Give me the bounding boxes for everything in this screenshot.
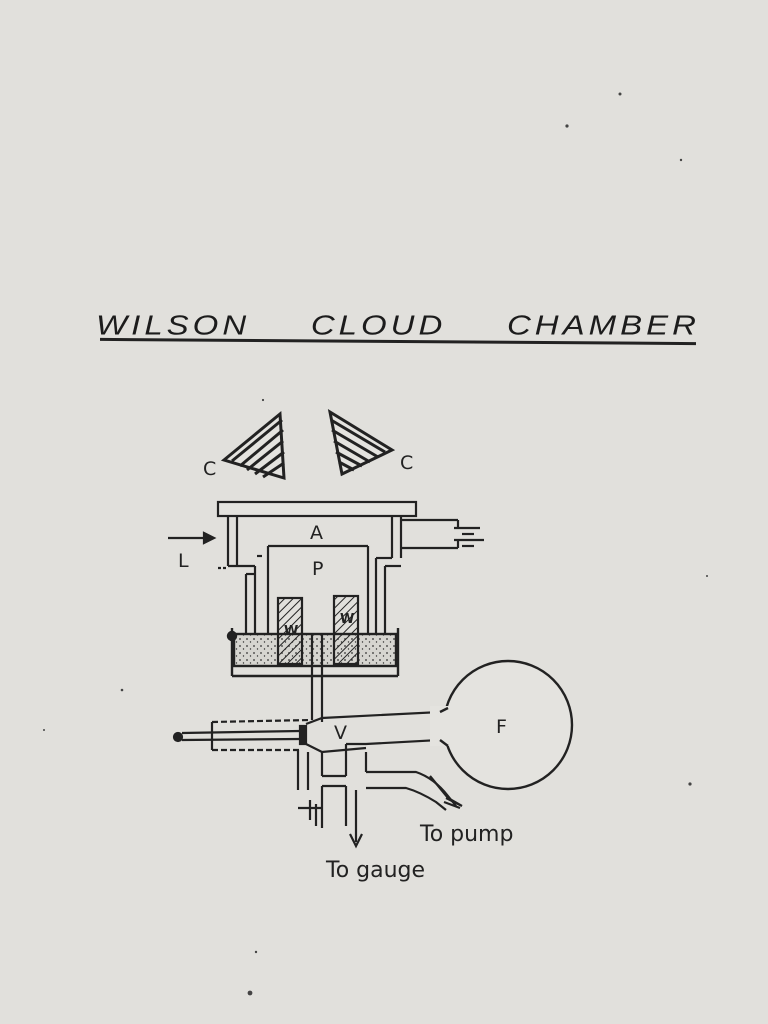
chamber-walls <box>226 516 403 634</box>
label-v: V <box>334 722 347 744</box>
light-arrow <box>168 531 228 570</box>
battery-connection <box>401 518 484 550</box>
title-word-cloud: CLOUD <box>310 308 447 341</box>
condenser-lens-right <box>327 408 396 477</box>
label-to-pump: To pump <box>420 822 514 847</box>
page-title: WILSON CLOUD CHAMBER <box>96 296 700 344</box>
pump-pipe <box>364 752 463 811</box>
water-trough <box>226 628 400 678</box>
title-word-chamber: CHAMBER <box>506 308 700 341</box>
title-word-wilson: WILSON <box>96 308 251 341</box>
label-c-left: C <box>203 458 217 480</box>
vertical-tube <box>310 634 324 722</box>
label-c-right: C <box>400 452 414 474</box>
label-w-left: W <box>284 624 299 639</box>
gauge-pipe <box>298 784 363 849</box>
label-l: L <box>178 550 189 572</box>
label-p: P <box>312 558 324 580</box>
label-to-gauge: To gauge <box>326 858 426 883</box>
label-w-right: W <box>340 612 355 627</box>
flask <box>430 659 574 791</box>
paper-specks <box>43 92 708 996</box>
wooden-block-right <box>332 594 360 666</box>
wooden-block-left <box>276 596 304 666</box>
piston-cylinder <box>257 544 370 634</box>
chamber-glass-plate <box>216 500 418 518</box>
condenser-lens-left <box>220 410 286 481</box>
label-a: A <box>310 522 323 544</box>
label-f: F <box>496 716 507 738</box>
